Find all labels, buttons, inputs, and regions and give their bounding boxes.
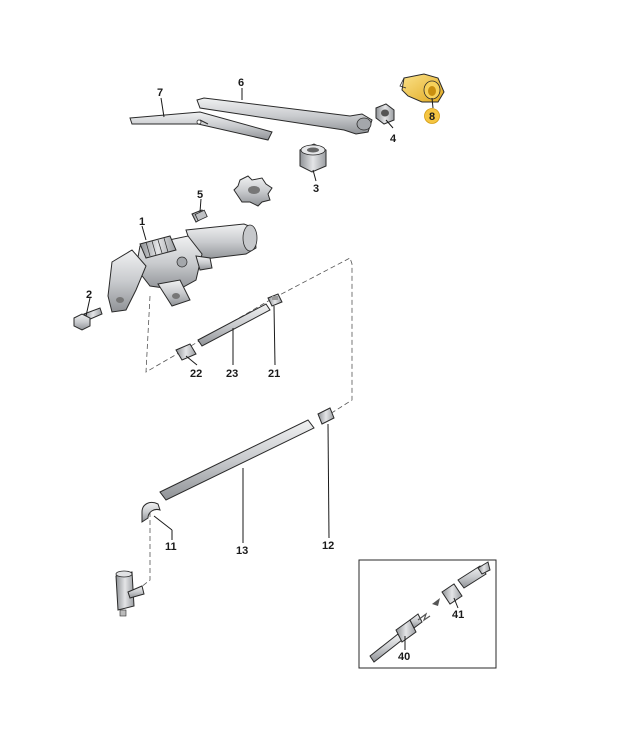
wiper-arm <box>196 97 373 135</box>
hose-long <box>159 419 315 501</box>
callout-1: 1 <box>139 216 145 228</box>
callout-11: 11 <box>165 541 177 553</box>
hose-connector-21 <box>267 293 283 307</box>
hose-route-upper <box>145 257 353 415</box>
callout-8: 8 <box>429 111 435 123</box>
hex-nut <box>375 103 395 125</box>
callout-7: 7 <box>157 87 163 99</box>
callout-22: 22 <box>190 368 202 380</box>
callout-8-badge: 8 <box>424 108 440 124</box>
hose-elbow <box>141 501 161 523</box>
callout-labels: 7 6 4 8 3 5 1 2 22 23 21 11 13 12 40 41 <box>86 77 464 663</box>
quick-connector-40 <box>369 613 423 663</box>
wiper-motor <box>107 223 258 313</box>
callout-23: 23 <box>226 368 238 380</box>
mounting-bolt <box>73 307 103 331</box>
assembly-arrow-upper <box>432 598 440 606</box>
small-bolt <box>191 209 208 223</box>
cover-cap <box>399 73 445 103</box>
hose-connector-22 <box>175 343 197 361</box>
callout-2: 2 <box>86 289 92 301</box>
callout-21: 21 <box>268 368 280 380</box>
callout-40: 40 <box>398 651 410 663</box>
hose-short <box>197 303 271 347</box>
callout-6: 6 <box>238 77 244 89</box>
inset-detail <box>358 559 497 669</box>
callout-4: 4 <box>390 133 397 145</box>
callout-5: 5 <box>197 189 203 201</box>
callout-3: 3 <box>313 183 319 195</box>
leader-lines <box>85 88 459 650</box>
hose-route-lower <box>139 512 151 589</box>
star-washer <box>233 175 273 207</box>
seal-grommet <box>299 143 327 173</box>
callout-13: 13 <box>236 545 248 557</box>
quick-connector-41 <box>441 561 491 605</box>
callout-41: 41 <box>452 609 464 621</box>
washer-pump <box>115 570 145 617</box>
callout-12: 12 <box>322 540 334 552</box>
wiper-blade <box>129 111 273 141</box>
hose-connector-12 <box>317 407 335 425</box>
assembly-arrow-lower <box>417 612 431 622</box>
